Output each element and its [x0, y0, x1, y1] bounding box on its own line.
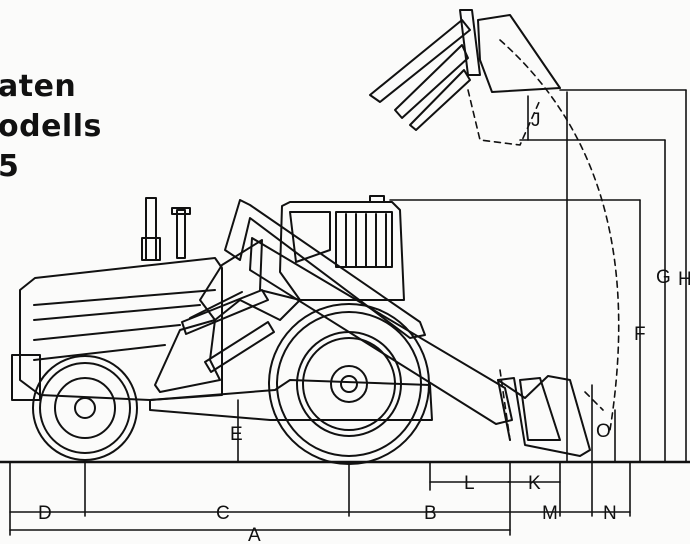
dim-label-O: O: [596, 421, 611, 442]
dim-label-B: B: [424, 503, 437, 524]
dim-label-G: G: [656, 267, 671, 288]
dim-label-A: A: [248, 525, 261, 544]
swing-arc: [467, 39, 620, 441]
hydraulic-cylinders: [181, 289, 275, 373]
dimension-lines: [237, 89, 687, 463]
heading-line-3: 5: [0, 149, 20, 184]
engine-hood: [11, 257, 223, 401]
heading-line-2: odells: [0, 109, 102, 144]
operator-cab: [279, 195, 405, 301]
exhaust-stacks: [141, 197, 191, 261]
dim-label-L: L: [464, 473, 475, 494]
horizontal-dimensions: [9, 461, 631, 536]
dim-label-K: K: [528, 473, 541, 494]
dim-label-C: C: [216, 503, 230, 524]
heading-line-1: aten: [0, 69, 77, 104]
dim-label-M: M: [542, 503, 558, 524]
boom-raised: [369, 9, 561, 131]
dim-label-E: E: [230, 424, 243, 445]
dim-label-D: D: [38, 503, 52, 524]
dim-label-F: F: [634, 324, 646, 345]
rear-wheel: [32, 355, 138, 461]
dim-label-N: N: [603, 503, 617, 524]
dim-label-J: J: [531, 110, 541, 131]
dim-label-H: H: [678, 269, 690, 290]
